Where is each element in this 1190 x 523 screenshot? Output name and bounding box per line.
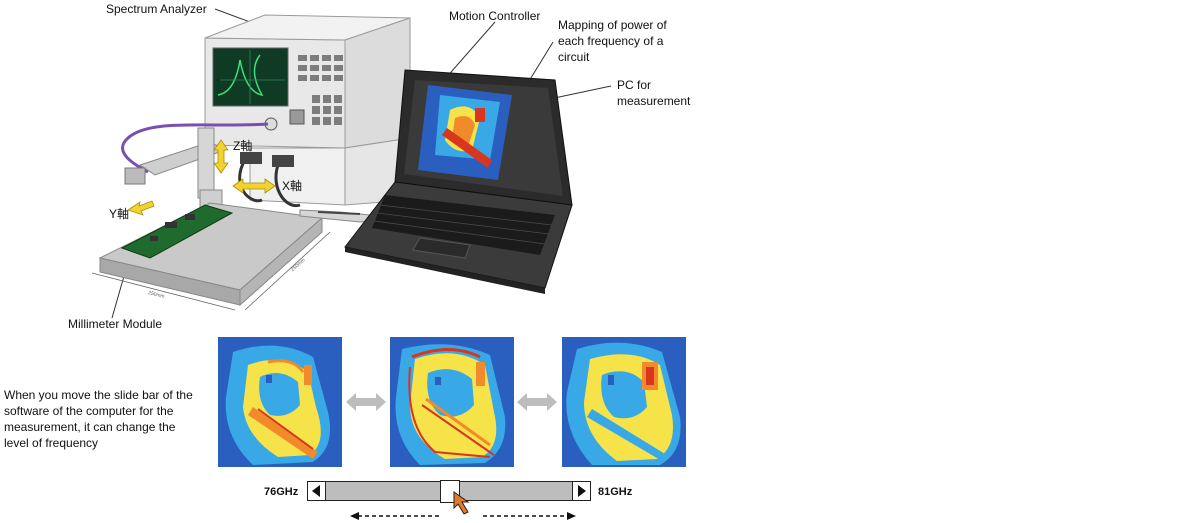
slider-right-button[interactable] [572,482,590,500]
laptop [344,69,573,294]
label-y-axis: Y軸 [109,207,130,221]
slider-max-label: 81GHz [598,486,633,498]
label-z-axis: Z軸 [233,139,253,153]
label-pc: PC for measurement [617,78,691,108]
spectrum-analyzer [204,14,411,206]
xyz-stage [124,127,227,213]
heatmap-mid-frequency [390,337,514,467]
base-plate [91,202,331,311]
label-spectrum-analyzer: Spectrum Analyzer [106,2,207,16]
triangle-left-icon [312,485,320,497]
axis-arrows [127,139,276,216]
coax-cable [121,122,269,174]
label-x-axis: X軸 [282,179,303,193]
slider-min-label: 76GHz [264,486,299,498]
mouse-cursor-icon [453,491,470,515]
label-motion-controller: Motion Controller [449,9,541,23]
label-millimeter-module: Millimeter Module [68,317,163,331]
heatmap-low-frequency [218,337,342,467]
description-text: When you move the slide bar of the softw… [4,388,193,450]
label-mapping: Mapping of power of each frequency of a … [558,18,667,64]
heatmap-high-frequency [562,337,686,467]
slide-direction-arrows [350,512,576,520]
triangle-right-icon [578,485,586,497]
slider-left-button[interactable] [308,482,326,500]
